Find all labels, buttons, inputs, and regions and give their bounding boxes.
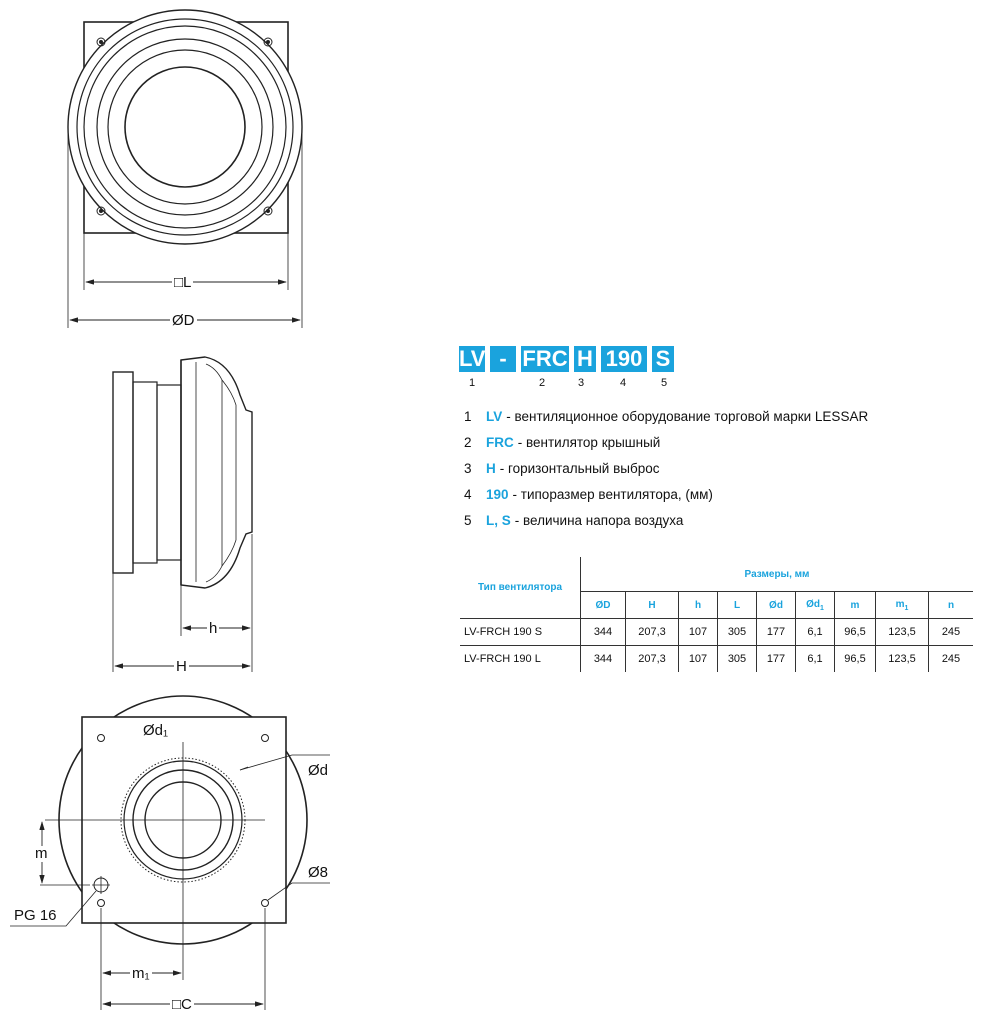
code-segment-h: H [574,346,596,372]
label-eight: Ø8 [306,864,331,881]
table-row: LV-FRCH 190 S 344 207,3 107 305 177 6,1 … [460,618,973,646]
model-code-boxes: LV - FRC H 190 S [459,346,674,372]
label-d: Ød [306,762,331,779]
label-pg16: PG 16 [12,907,59,924]
col-head-H: H [625,591,679,619]
top-view [67,9,303,328]
label-L: □L [172,274,194,291]
label-D: ØD [170,312,197,329]
table-row: LV-FRCH 190 L 344 207,3 107 305 177 6,1 … [460,645,973,672]
code-segment-frc: FRC [521,346,569,372]
legend-item: 4 190 - типоразмер вентилятора, (мм) [464,487,713,502]
col-head-h: h [678,591,718,619]
legend-item: 3 H - горизонтальный выброс [464,461,660,476]
bottom-view [10,695,330,1010]
side-view-hood [180,356,253,589]
col-head-d1: Ød1 [795,591,835,619]
label-m: m [33,845,50,862]
col-head-d: Ød [756,591,796,619]
code-segment-190: 190 [601,346,647,372]
code-legend: 1 LV - вентиляционное оборудование торго… [464,408,868,538]
legend-item: 1 LV - вентиляционное оборудование торго… [464,409,869,424]
top-view-bolts [96,37,273,216]
label-C: □C [170,996,194,1013]
legend-item: 5 L, S - величина напора воздуха [464,513,684,528]
col-head-L: L [717,591,757,619]
table-type-header: Тип вентилятора [460,557,581,619]
model-code: LV - FRC H 190 S 1 2 3 4 5 [459,346,674,391]
code-segment-dash: - [490,346,516,372]
code-segment-lv: LV [459,346,486,372]
col-head-D: ØD [580,591,626,619]
table-group-header: Размеры, мм [744,568,810,580]
col-head-n: n [928,591,973,619]
label-H: H [174,658,189,675]
code-number-3: 3 [578,377,585,389]
side-view-flange [112,371,134,574]
code-number-4: 4 [620,377,627,389]
dimensions-table: Тип вентилятора Размеры, мм ØD H h L Ød … [460,557,973,672]
label-m1: m₁ [130,965,152,982]
bottom-view-corner-holes [97,734,269,907]
col-head-m: m [834,591,876,619]
code-number-2: 2 [539,377,546,389]
code-segment-s: S [652,346,674,372]
model-code-numbers: 1 2 3 4 5 [459,377,674,391]
top-view-inner-ring [124,66,246,188]
legend-item: 2 FRC - вентилятор крышный [464,435,661,450]
col-head-m1: m1 [875,591,929,619]
code-number-1: 1 [469,377,476,389]
label-h: h [207,620,220,637]
code-number-5: 5 [661,377,668,389]
side-view [112,356,253,672]
label-d1: Ød₁ [141,722,171,739]
